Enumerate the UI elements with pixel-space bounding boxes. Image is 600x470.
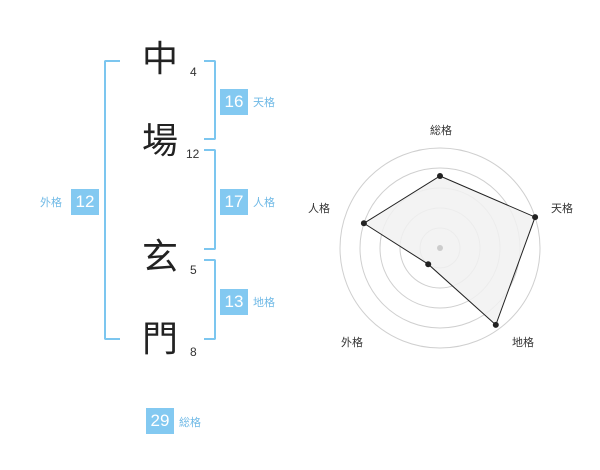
gaikaku-label: 外格	[40, 196, 62, 209]
jinkaku-value: 17	[220, 189, 248, 215]
soukaku-value: 29	[146, 408, 174, 434]
name-char-3: 玄	[141, 237, 178, 278]
radar-point-3	[425, 261, 432, 268]
radar-label-tenkaku: 天格	[551, 201, 573, 215]
radar-label-jinkaku: 人格	[308, 201, 330, 215]
radar-point-0	[437, 173, 443, 179]
radar-points	[360, 173, 539, 328]
tenkaku-bracket	[204, 60, 216, 140]
stroke-count-3: 5	[190, 263, 197, 277]
radar-point-4	[360, 220, 367, 227]
name-char-1: 中	[141, 39, 178, 80]
chikaku-value: 13	[220, 289, 248, 315]
chikaku-bracket	[204, 259, 216, 340]
name-char-2: 場	[141, 121, 178, 162]
radar-area	[362, 175, 536, 326]
tenkaku-label: 天格	[253, 96, 275, 109]
name-char-4: 門	[141, 319, 178, 360]
gaikaku-bracket	[104, 60, 120, 340]
radar-label-gaikaku: 外格	[341, 335, 363, 349]
jinkaku-label: 人格	[253, 196, 275, 209]
stroke-count-2: 12	[186, 147, 200, 161]
tenkaku-value: 16	[220, 89, 248, 115]
jinkaku-bracket	[204, 149, 216, 250]
radar-center-dot	[437, 245, 443, 251]
radar-label-chikaku: 地格	[512, 335, 534, 349]
chikaku-label: 地格	[253, 296, 275, 309]
radar-point-1	[532, 214, 539, 221]
stroke-count-4: 8	[190, 345, 197, 359]
radar-point-2	[492, 321, 499, 328]
radar-label-soukaku: 総格	[430, 123, 452, 137]
gaikaku-value: 12	[71, 189, 99, 215]
soukaku-label: 総格	[179, 416, 201, 429]
stroke-count-1: 4	[190, 65, 197, 79]
radar-ring-5	[339, 147, 541, 349]
